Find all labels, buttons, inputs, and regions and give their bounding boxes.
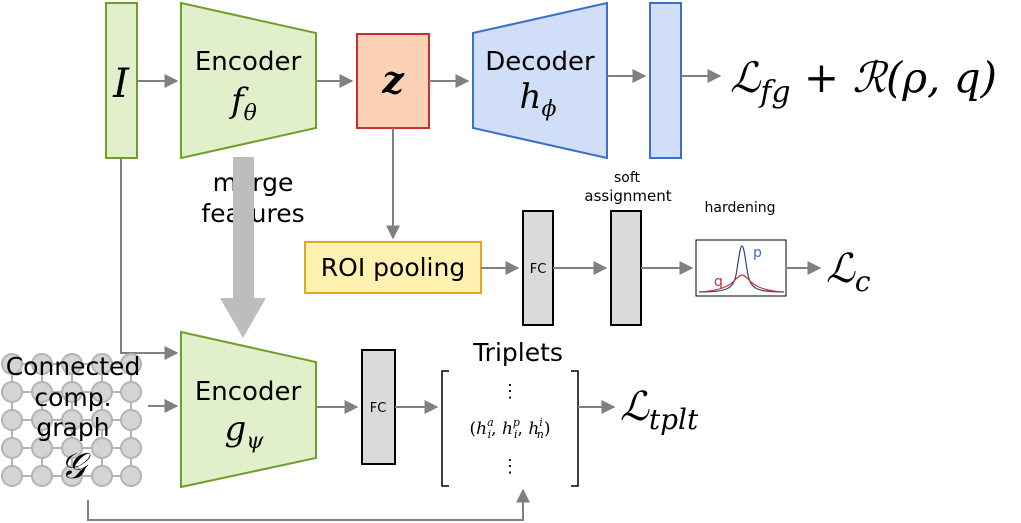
- arrow-graph-to-triplets: [87, 488, 530, 521]
- decoder-label: Decoder: [485, 47, 595, 77]
- roi-pooling-label: ROI pooling: [321, 253, 465, 282]
- soft-assignment-block: [610, 210, 642, 326]
- graph-node-circles: [1, 353, 142, 487]
- arrow-input-to-encoder-bottom: [120, 158, 179, 360]
- triplets-title: Triplets: [472, 338, 563, 367]
- graph-label-line1: Connected: [6, 352, 141, 381]
- graph-nodes: [1, 353, 142, 487]
- reconstruction-block: [649, 2, 682, 159]
- triplets-dots-bottom: ⋮: [501, 456, 519, 477]
- loss-fg: ℒfg + ℛ(ρ, q): [730, 53, 997, 110]
- hardening-p-label: p: [753, 245, 762, 261]
- loss-tplt: ℒtplt: [620, 384, 699, 436]
- loss-c: ℒc: [826, 246, 871, 298]
- input-image-symbol: I: [112, 61, 130, 107]
- fc-bottom-label: FC: [370, 401, 387, 416]
- encoder-top-label: Encoder: [195, 47, 302, 77]
- soft-assignment-line1: soft: [614, 170, 641, 186]
- hardening-label: hardening: [705, 200, 776, 216]
- graph-symbol: 𝒢: [60, 446, 91, 487]
- encoder-bottom-label: Encoder: [195, 377, 302, 407]
- latent-z-symbol: z: [381, 57, 405, 102]
- hardening-curve-p: [698, 245, 785, 293]
- merge-features-arrow: [220, 157, 266, 338]
- triplets-right-bracket: [571, 370, 579, 487]
- roi-pooling-block: [304, 241, 482, 294]
- hardening-curve-q: [698, 274, 785, 293]
- hardening-q-label: q: [714, 274, 723, 290]
- graph-label-line3: graph: [36, 413, 109, 442]
- hardening-plot: p q: [695, 239, 787, 297]
- encoder-bottom-block: [180, 330, 317, 489]
- triplets-left-bracket: [441, 370, 449, 487]
- graph-label-line2: comp.: [34, 383, 111, 412]
- fc-top-label: FC: [530, 262, 547, 277]
- decoder-block: [472, 1, 608, 160]
- triplets-dots-top: ⋮: [501, 381, 519, 402]
- fc-bottom-block: [361, 349, 396, 465]
- soft-assignment-line2: assignment: [584, 187, 671, 205]
- decoder-symbol: hϕ: [520, 77, 557, 122]
- encoder-top-block: [180, 1, 317, 160]
- fc-top-block: [522, 210, 554, 326]
- encoder-bottom-symbol: gψ: [224, 409, 264, 454]
